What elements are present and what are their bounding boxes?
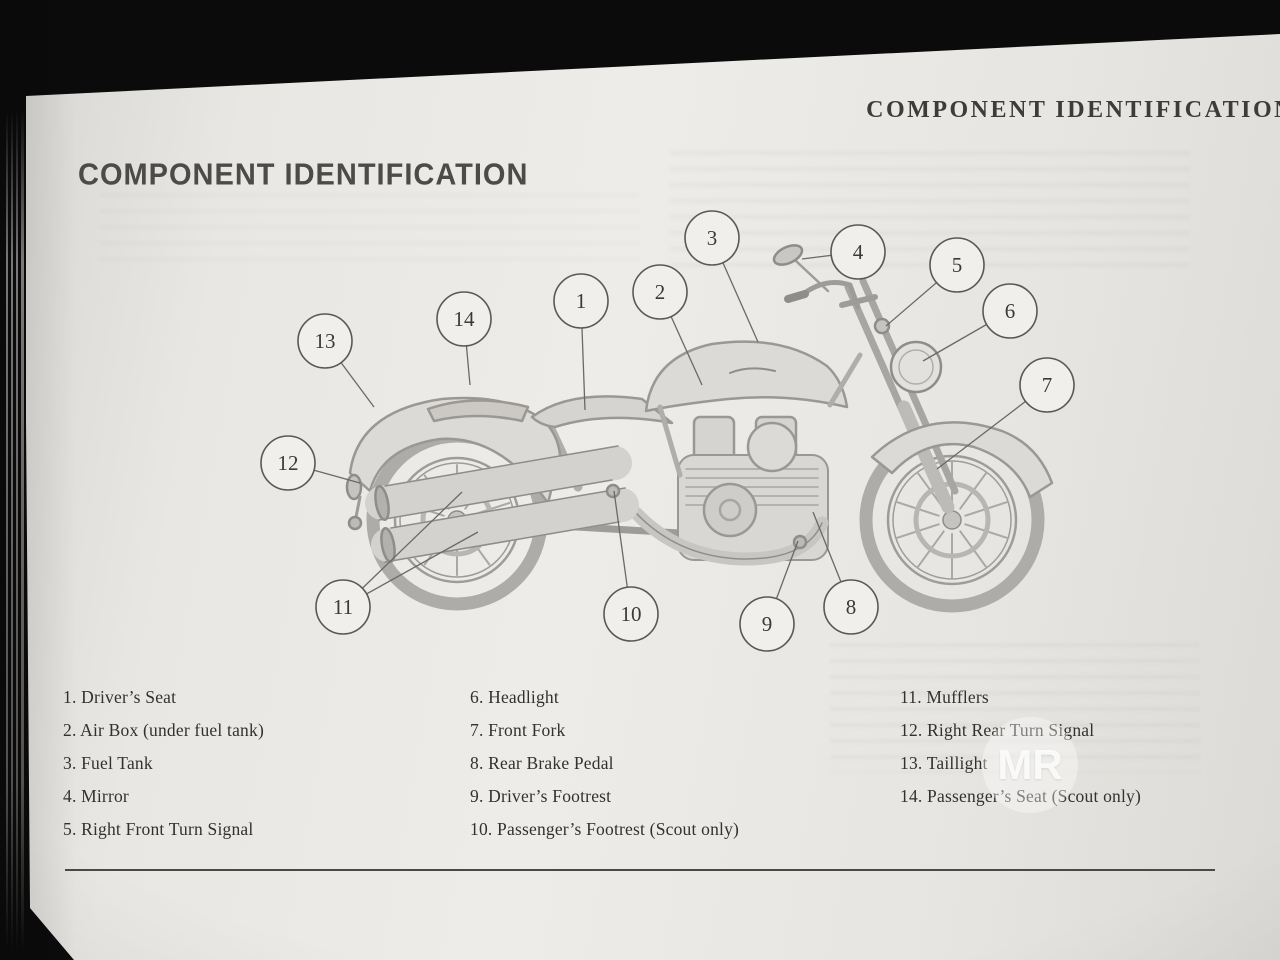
mufflers [365, 445, 639, 564]
legend-item: 9. Driver’s Footrest [470, 786, 612, 806]
svg-text:10: 10 [621, 602, 642, 626]
svg-text:7: 7 [1042, 373, 1053, 397]
callout-14: 14 [436, 291, 492, 347]
book-page-edge [6, 110, 8, 950]
watermark: MR [982, 717, 1078, 813]
frame-tube [827, 352, 863, 408]
callout-12: 12 [260, 435, 316, 491]
legend-item: 2. Air Box (under fuel tank) [63, 720, 264, 740]
legend-item: 6. Headlight [470, 687, 559, 707]
legend-item: 12. Right Rear Turn Signal [900, 720, 1095, 740]
legend-item: 4. Mirror [63, 786, 129, 806]
front-fender [870, 421, 1054, 499]
callout-11: 11 [315, 579, 371, 635]
book-page-edge [11, 110, 13, 950]
callout-13: 13 [297, 313, 353, 369]
book-page-edge [16, 110, 18, 950]
turn-signal-stalk [354, 495, 362, 519]
svg-text:5: 5 [952, 253, 963, 277]
svg-text:4: 4 [853, 240, 864, 264]
svg-text:6: 6 [1005, 299, 1016, 323]
headlight [889, 340, 943, 394]
legend-item: 11. Mufflers [900, 687, 989, 707]
callout-2: 2 [632, 264, 688, 320]
svg-text:3: 3 [707, 226, 718, 250]
mirror [772, 244, 830, 293]
legend-column-2: 6. Headlight 7. Front Fork 8. Rear Brake P… [470, 687, 739, 852]
callout-5: 5 [929, 237, 985, 293]
rear-turn-signal [347, 515, 363, 531]
page-title: COMPONENT IDENTIFICATION [78, 158, 529, 192]
callout-8: 8 [823, 579, 879, 635]
legend-column-3: 11. Mufflers 12. Right Rear Turn Signal 13… [900, 687, 1141, 819]
svg-text:12: 12 [278, 451, 299, 475]
callout-3: 3 [684, 210, 740, 266]
frame-tube [657, 404, 683, 478]
legend-column-1: 1. Driver’s Seat 2. Air Box (under fuel t… [63, 687, 264, 852]
svg-text:14: 14 [454, 307, 476, 331]
svg-text:13: 13 [315, 329, 336, 353]
callout-1: 1 [553, 273, 609, 329]
svg-text:8: 8 [846, 595, 857, 619]
svg-text:11: 11 [333, 595, 353, 619]
svg-text:9: 9 [762, 612, 773, 636]
legend-item: 8. Rear Brake Pedal [470, 753, 614, 773]
legend-item: 1. Driver’s Seat [63, 687, 177, 707]
legend-item: 5. Right Front Turn Signal [63, 819, 254, 839]
legend-item: 10. Passenger’s Footrest (Scout only) [470, 819, 740, 839]
legend-item: 13. Taillight [900, 753, 988, 773]
callout-4: 4 [830, 224, 886, 280]
bottom-rule [65, 869, 1215, 871]
legend-item: 14. Passenger’s Seat (Scout only) [900, 786, 1142, 806]
taillight [345, 473, 363, 501]
handlebar [784, 280, 891, 335]
callout-6: 6 [982, 283, 1038, 339]
legend-item: 7. Front Fork [470, 720, 566, 740]
callout-9: 9 [739, 596, 795, 652]
page-content: COMPONENT IDENTIFICATION COMPONENT IDENT… [30, 55, 1280, 960]
tank-logo [729, 367, 776, 374]
callout-7: 7 [1019, 357, 1075, 413]
rear-fender [348, 396, 562, 505]
driver-seat [530, 395, 674, 429]
engine [677, 415, 829, 561]
callout-10: 10 [603, 586, 659, 642]
front-turn-signal [873, 317, 891, 335]
watermark-label: MR [997, 741, 1063, 788]
svg-text:1: 1 [576, 289, 587, 313]
legend-item: 3. Fuel Tank [63, 753, 153, 773]
driver-footrest [605, 483, 621, 499]
fuel-tank [644, 340, 849, 413]
svg-text:2: 2 [655, 280, 666, 304]
passenger-seat [426, 399, 530, 423]
book-page-edge [21, 110, 24, 950]
running-header: COMPONENT IDENTIFICATION [866, 97, 1280, 123]
